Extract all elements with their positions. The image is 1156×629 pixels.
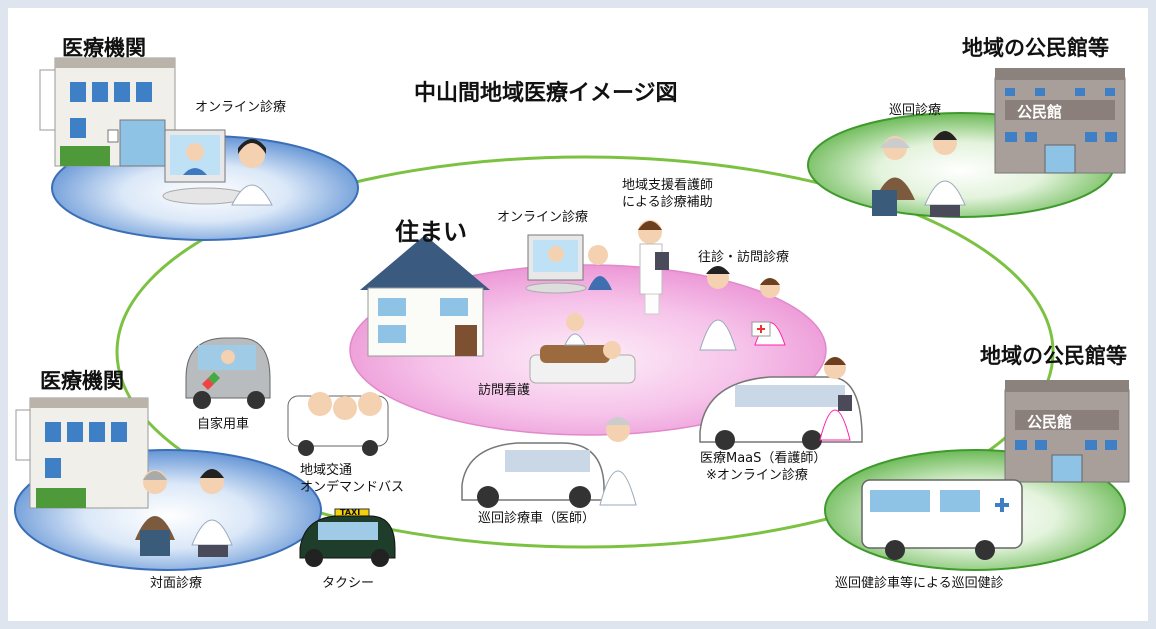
- support-nurse-illustration: [638, 220, 669, 315]
- visit-nursing-illustration: [529, 313, 636, 384]
- community-bottom-building-sign: 公民館: [1027, 413, 1073, 431]
- support-nurse-label-line2: による診療補助: [622, 195, 713, 210]
- ondemand-bus-icon: [287, 392, 389, 456]
- community-hall-top-icon: [994, 68, 1126, 174]
- medical-bottom-heading: 医療機関: [40, 369, 124, 393]
- taxi-icon: [299, 508, 396, 567]
- home-house-icon: [360, 235, 490, 357]
- taxi-roof-sign: TAXI: [340, 508, 361, 517]
- care-network-ring: [115, 155, 1055, 549]
- mobile-clinic-top-illustration: [872, 131, 966, 217]
- home-heading: 住まい: [395, 218, 467, 246]
- face-to-face-consult-illustration: [135, 469, 233, 557]
- ondemand-bus-label-line2: オンデマンドバス: [300, 480, 405, 495]
- community-bottom-heading: 地域の公民館等: [980, 344, 1127, 368]
- ondemand-bus-label-line1: 地域交通: [300, 463, 353, 478]
- home-online-consult-illustration: [525, 234, 612, 294]
- home-online-label: オンライン診療: [497, 210, 589, 225]
- community-hall-bottom-icon: [1004, 380, 1130, 483]
- health-check-bus-illustration: [861, 479, 1023, 560]
- hospital-bottom-icon: [15, 397, 149, 509]
- medical-top-heading: 医療機関: [62, 36, 146, 60]
- home-visit-doctor-illustration: [699, 266, 786, 351]
- maas-label-line2: ※オンライン診療: [706, 468, 808, 483]
- diagram-title: 中山間地域医療イメージ図: [414, 81, 678, 106]
- home-visit-label: 往診・訪問診療: [698, 250, 790, 265]
- private-car-icon: [185, 337, 271, 409]
- community-bottom-caption: 巡回健診車等による巡回健診: [835, 576, 1004, 591]
- community-top-heading: 地域の公民館等: [962, 36, 1109, 60]
- taxi-label: タクシー: [322, 576, 375, 591]
- medical-top-caption: オンライン診療: [195, 100, 287, 115]
- medical-bottom-caption: 対面診療: [150, 576, 203, 591]
- private-car-label: 自家用車: [197, 417, 250, 432]
- support-nurse-label-line1: 地域支援看護師: [622, 178, 714, 193]
- community-top-building-sign: 公民館: [1017, 103, 1063, 121]
- medical-maas-van-icon: [699, 357, 863, 450]
- maas-label-line1: 医療MaaS（看護師）: [700, 451, 827, 466]
- visit-nursing-label: 訪問看護: [478, 383, 531, 398]
- mobile-clinic-car-label: 巡回診療車（医師）: [478, 511, 596, 526]
- hospital-top-icon: [39, 57, 176, 167]
- online-consult-top-illustration: [162, 129, 273, 206]
- community-top-caption: 巡回診療: [889, 103, 942, 118]
- mobile-clinic-car-icon: [461, 417, 637, 508]
